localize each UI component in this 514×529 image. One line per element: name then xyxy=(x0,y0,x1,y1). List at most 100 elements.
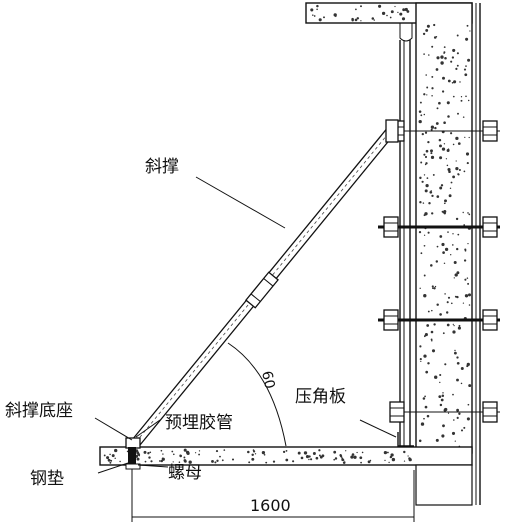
concrete-speck xyxy=(454,440,456,442)
concrete-speck xyxy=(436,107,439,110)
concrete-speck xyxy=(447,148,450,150)
concrete-speck xyxy=(178,461,181,463)
concrete-speck xyxy=(438,101,441,105)
concrete-speck xyxy=(454,273,458,277)
concrete-speck xyxy=(463,224,466,226)
concrete-speck xyxy=(447,167,451,172)
concrete-speck xyxy=(444,293,446,295)
concrete-speck xyxy=(344,461,346,463)
concrete-speck xyxy=(431,212,434,215)
concrete-speck xyxy=(397,11,399,14)
concrete-speck xyxy=(439,403,443,407)
concrete-speck xyxy=(435,438,439,442)
concrete-speck xyxy=(431,94,433,97)
concrete-speck xyxy=(403,460,406,462)
concrete-speck xyxy=(423,153,426,156)
concrete-speck xyxy=(419,101,422,104)
concrete-speck xyxy=(421,180,424,183)
concrete-speck xyxy=(373,19,375,21)
concrete-speck xyxy=(446,311,449,314)
concrete-speck xyxy=(446,323,450,327)
concrete-speck xyxy=(463,426,466,429)
concrete-speck xyxy=(109,453,111,456)
concrete-speck xyxy=(435,68,439,71)
concrete-speck xyxy=(315,456,319,460)
concrete-speck xyxy=(114,457,116,460)
concrete-speck xyxy=(444,199,447,203)
concrete-speck xyxy=(467,242,469,245)
concrete-speck xyxy=(401,17,406,21)
concrete-speck xyxy=(467,99,470,102)
concrete-speck xyxy=(360,461,362,464)
concrete-speck xyxy=(424,335,426,337)
concrete-speck xyxy=(423,274,426,277)
concrete-speck xyxy=(172,461,174,463)
concrete-speck xyxy=(450,302,453,305)
concrete-speck xyxy=(454,349,456,352)
concrete-speck xyxy=(420,114,423,117)
concrete-speck xyxy=(308,458,310,461)
concrete-speck xyxy=(443,52,445,54)
concrete-speck xyxy=(452,48,456,52)
concrete-speck xyxy=(426,24,430,28)
concrete-speck xyxy=(119,460,121,463)
concrete-speck xyxy=(378,4,382,8)
concrete-speck xyxy=(439,144,442,148)
concrete-speck xyxy=(443,202,446,205)
concrete-speck xyxy=(460,382,463,385)
concrete-speck xyxy=(300,456,304,460)
concrete-speck xyxy=(435,260,439,263)
concrete-speck xyxy=(426,94,428,96)
concrete-speck xyxy=(459,81,461,83)
concrete-speck xyxy=(261,450,266,455)
concrete-speck xyxy=(462,116,465,118)
concrete-speck xyxy=(371,17,375,20)
concrete-speck xyxy=(452,330,456,334)
concrete-speck xyxy=(423,113,426,116)
concrete-speck xyxy=(440,61,444,65)
concrete-speck xyxy=(353,455,357,459)
concrete-speck xyxy=(464,249,467,252)
concrete-speck xyxy=(423,53,425,55)
concrete-speck xyxy=(150,460,153,463)
nut xyxy=(125,463,141,470)
concrete-speck xyxy=(424,333,428,337)
concrete-speck xyxy=(431,349,436,353)
concrete-speck xyxy=(423,244,426,247)
concrete-speck xyxy=(424,155,428,159)
concrete-speck xyxy=(136,457,140,461)
concrete-speck xyxy=(438,395,442,398)
concrete-speck xyxy=(111,454,115,458)
concrete-speck xyxy=(430,330,434,334)
concrete-speck xyxy=(463,259,467,262)
diagonal-brace xyxy=(131,119,399,446)
concrete-speck xyxy=(292,460,295,463)
concrete-speck xyxy=(440,398,444,402)
concrete-speck xyxy=(419,345,422,348)
right-bolts xyxy=(482,120,498,423)
concrete-speck xyxy=(439,381,441,384)
concrete-speck xyxy=(438,138,442,142)
concrete-speck xyxy=(460,367,464,370)
concrete-speck xyxy=(425,149,429,153)
concrete-speck xyxy=(440,55,444,59)
concrete-speck xyxy=(451,81,454,84)
concrete-speck xyxy=(333,450,337,454)
concrete-speck xyxy=(318,449,321,452)
concrete-speck xyxy=(303,451,308,455)
concrete-speck xyxy=(447,296,451,299)
concrete-speck xyxy=(448,170,451,173)
concrete-speck xyxy=(272,460,276,463)
concrete-speck xyxy=(418,110,422,113)
concrete-speck xyxy=(466,417,470,421)
concrete-speck xyxy=(456,378,459,382)
concrete-speck xyxy=(265,461,268,464)
concrete-speck xyxy=(432,173,435,176)
concrete-speck xyxy=(420,252,423,255)
concrete-speck xyxy=(465,65,467,67)
concrete-speck xyxy=(447,412,450,414)
concrete-speck xyxy=(441,394,445,397)
concrete-speck xyxy=(419,176,422,180)
concrete-speck xyxy=(231,458,235,461)
concrete-speck xyxy=(439,156,443,160)
